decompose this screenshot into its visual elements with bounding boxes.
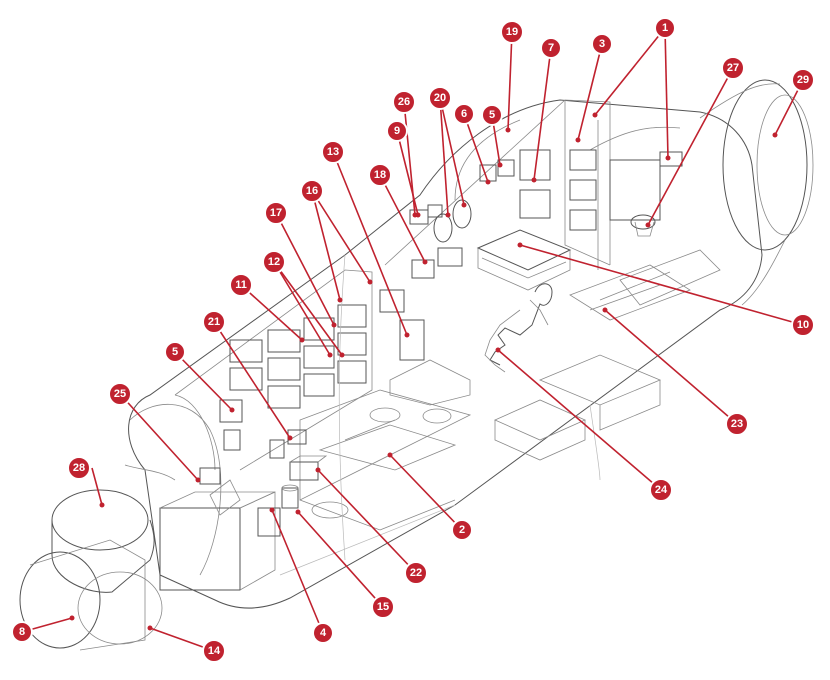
svg-text:18: 18 — [374, 169, 386, 181]
svg-text:11: 11 — [235, 279, 247, 291]
callout-badge: 27 — [721, 56, 745, 80]
callout-badge: 21 — [202, 310, 226, 334]
callout-badge: 28 — [67, 456, 91, 480]
callout-badge: 9 — [386, 120, 408, 142]
callout-badge: 18 — [368, 163, 392, 187]
svg-text:14: 14 — [208, 645, 221, 657]
callout-badge: 10 — [791, 313, 815, 337]
callout-badge: 7 — [540, 37, 562, 59]
callout-badge: 24 — [649, 478, 673, 502]
station-line-art — [19, 79, 814, 651]
callout-badge: 8 — [11, 621, 33, 643]
callout-badge: 16 — [300, 179, 324, 203]
svg-text:12: 12 — [268, 256, 280, 268]
callout-badge: 15 — [371, 595, 395, 619]
crew-figure — [489, 283, 553, 366]
callout-leaders — [21, 27, 804, 652]
svg-text:7: 7 — [548, 42, 554, 54]
callout-badge: 19 — [500, 20, 524, 44]
callout-badge: 22 — [404, 561, 428, 585]
svg-text:2: 2 — [459, 524, 465, 536]
docking-port-front — [19, 551, 101, 649]
callout-badge: 25 — [108, 382, 132, 406]
callout-badge: 2 — [451, 519, 473, 541]
svg-text:23: 23 — [731, 418, 743, 430]
callout-badge: 1 — [654, 17, 676, 39]
svg-text:28: 28 — [73, 462, 85, 474]
callout-badge: 26 — [392, 90, 416, 114]
sleep-station — [476, 229, 572, 271]
callout-badge: 6 — [453, 103, 475, 125]
svg-text:1: 1 — [662, 22, 668, 34]
svg-text:10: 10 — [797, 319, 809, 331]
callout-badge: 29 — [791, 68, 815, 92]
svg-text:20: 20 — [434, 92, 446, 104]
svg-text:26: 26 — [398, 96, 410, 108]
svg-text:4: 4 — [320, 627, 327, 639]
callout-badge: 5 — [481, 104, 503, 126]
svg-text:5: 5 — [489, 109, 495, 121]
svg-text:3: 3 — [599, 38, 605, 50]
svg-text:24: 24 — [655, 484, 668, 496]
svg-text:19: 19 — [506, 26, 518, 38]
floor-locker-a — [159, 507, 241, 591]
svg-text:22: 22 — [410, 567, 422, 579]
waste-unit — [630, 214, 656, 230]
callout-badge: 23 — [725, 412, 749, 436]
svg-text:13: 13 — [327, 146, 339, 158]
svg-text:29: 29 — [797, 74, 809, 86]
svg-text:6: 6 — [461, 108, 467, 120]
callout-badge: 11 — [229, 273, 253, 297]
svg-text:16: 16 — [306, 185, 318, 197]
callout-badge: 17 — [264, 201, 288, 225]
callout-badge: 14 — [202, 639, 226, 663]
callout-badge: 12 — [262, 250, 286, 274]
svg-text:27: 27 — [727, 62, 739, 74]
callout-badge: 13 — [321, 140, 345, 164]
svg-text:15: 15 — [377, 601, 389, 613]
svg-text:21: 21 — [208, 316, 220, 328]
callout-badge: 3 — [591, 33, 613, 55]
callout-badges: 1 2 3 4 5 5 6 7 8 9 10 11 12 13 14 15 16… — [11, 17, 815, 663]
hull-outline — [128, 99, 763, 609]
svg-text:9: 9 — [394, 125, 400, 137]
aft-airlock — [722, 79, 808, 251]
svg-text:5: 5 — [172, 346, 178, 358]
callout-badge: 5 — [164, 341, 186, 363]
svg-text:17: 17 — [270, 207, 282, 219]
callout-badge: 4 — [312, 622, 334, 644]
storage-cylinder — [433, 213, 453, 243]
svg-text:8: 8 — [19, 626, 25, 638]
svg-text:25: 25 — [114, 388, 126, 400]
callout-badge: 20 — [428, 86, 452, 110]
